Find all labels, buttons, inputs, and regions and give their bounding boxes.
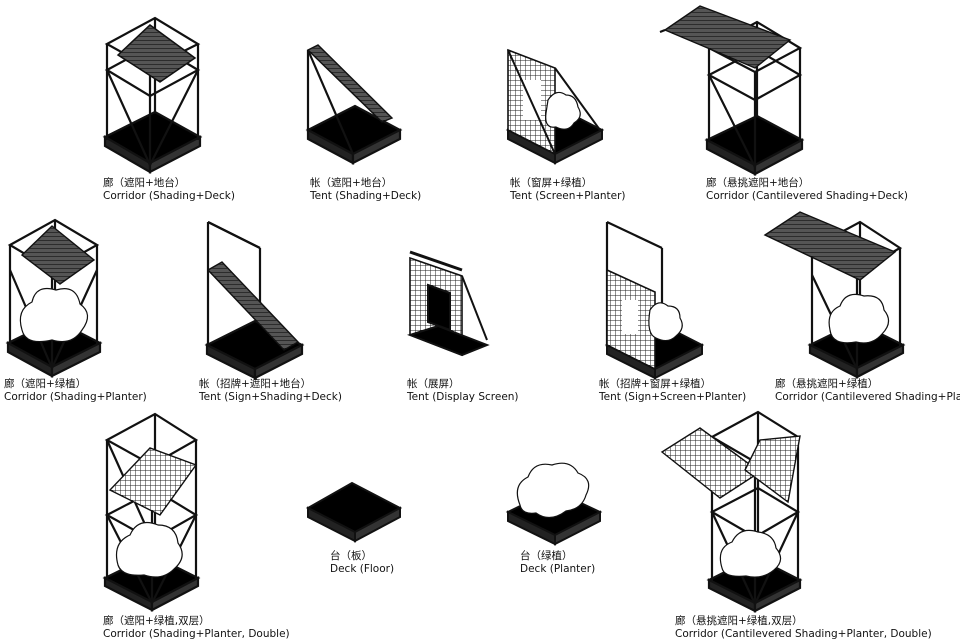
caption-zh: 帐（招牌+遮阳+地台） — [199, 378, 312, 390]
tent-shading-deck-drawing — [305, 44, 403, 165]
caption-corridor-shading-planter-double: 廊（遮阳+绿植,双层） Corridor (Shading+Planter, D… — [103, 615, 290, 641]
caption-zh: 廊（遮阳+绿植,双层） — [103, 615, 210, 627]
caption-en: Tent (Screen+Planter) — [510, 190, 626, 202]
caption-zh: 帐（展屏） — [407, 378, 460, 390]
caption-tent-display-screen: 帐（展屏） Tent (Display Screen) — [407, 378, 519, 404]
caption-deck-floor: 台（板） Deck (Floor) — [330, 550, 394, 576]
caption-en: Corridor (Cantilevered Shading+Planter, … — [675, 628, 932, 640]
caption-zh: 廊（遮阳+绿植） — [4, 378, 87, 390]
caption-corridor-cantilevered-shading-planter-double: 廊（悬挑遮阳+绿植,双层） Corridor (Cantilevered Sha… — [675, 615, 932, 641]
caption-en: Corridor (Shading+Planter) — [4, 391, 147, 403]
tent-screen-planter-drawing — [505, 48, 605, 165]
caption-corridor-cantilevered-shading-deck: 廊（悬挑遮阳+地台） Corridor (Cantilevered Shadin… — [706, 177, 908, 203]
caption-tent-screen-planter: 帐（窗屏+绿植） Tent (Screen+Planter) — [510, 177, 626, 203]
caption-en: Corridor (Cantilevered Shading+Planter) — [775, 391, 960, 403]
caption-zh: 台（绿植） — [520, 550, 573, 562]
deck-planter-drawing — [505, 462, 603, 546]
caption-zh: 台（板） — [330, 550, 372, 562]
caption-corridor-shading-deck: 廊（遮阳+地台） Corridor (Shading+Deck) — [103, 177, 235, 203]
corridor-cantilevered-shading-planter-drawing — [763, 211, 906, 379]
caption-tent-shading-deck: 帐（遮阳+地台） Tent (Shading+Deck) — [310, 177, 421, 203]
caption-corridor-cantilevered-shading-planter: 廊（悬挑遮阳+绿植） Corridor (Cantilevered Shadin… — [775, 378, 960, 404]
tent-sign-shading-deck-drawing — [204, 221, 305, 380]
corridor-shading-planter-drawing — [5, 218, 103, 378]
corridor-shading-planter-double-drawing — [102, 412, 201, 612]
corridor-cantilevered-shading-planter-double-drawing — [660, 410, 803, 613]
caption-en: Tent (Sign+Shading+Deck) — [199, 391, 342, 403]
caption-corridor-shading-planter: 廊（遮阳+绿植） Corridor (Shading+Planter) — [4, 378, 147, 404]
caption-en: Deck (Planter) — [520, 563, 596, 575]
caption-en: Tent (Shading+Deck) — [310, 190, 422, 202]
tent-sign-screen-planter-drawing — [604, 221, 705, 380]
caption-zh: 廊（遮阳+地台） — [103, 177, 186, 189]
caption-en: Tent (Display Screen) — [407, 391, 519, 403]
caption-en: Deck (Floor) — [330, 563, 395, 575]
caption-en: Corridor (Cantilevered Shading+Deck) — [706, 190, 908, 202]
caption-zh: 廊（悬挑遮阳+地台） — [706, 177, 810, 189]
caption-tent-sign-shading-deck: 帐（招牌+遮阳+地台） Tent (Sign+Shading+Deck) — [199, 378, 342, 404]
caption-tent-sign-screen-planter: 帐（招牌+窗屏+绿植） Tent (Sign+Screen+Planter) — [599, 378, 746, 404]
caption-deck-planter: 台（绿植） Deck (Planter) — [520, 550, 595, 576]
caption-zh: 帐（窗屏+绿植） — [510, 177, 593, 189]
caption-zh: 廊（悬挑遮阳+绿植,双层） — [675, 615, 803, 627]
caption-zh: 帐（招牌+窗屏+绿植） — [599, 378, 712, 390]
caption-en: Corridor (Shading+Deck) — [103, 190, 235, 202]
caption-zh: 廊（悬挑遮阳+绿植） — [775, 378, 879, 390]
caption-zh: 帐（遮阳+地台） — [310, 177, 393, 189]
caption-en: Tent (Sign+Screen+Planter) — [599, 391, 747, 403]
deck-floor-drawing — [305, 481, 403, 543]
tent-display-screen-drawing — [406, 250, 490, 357]
corridor-cantilevered-shading-deck-drawing — [659, 5, 805, 176]
corridor-shading-deck-drawing — [102, 16, 203, 174]
caption-en: Corridor (Shading+Planter, Double) — [103, 628, 290, 640]
